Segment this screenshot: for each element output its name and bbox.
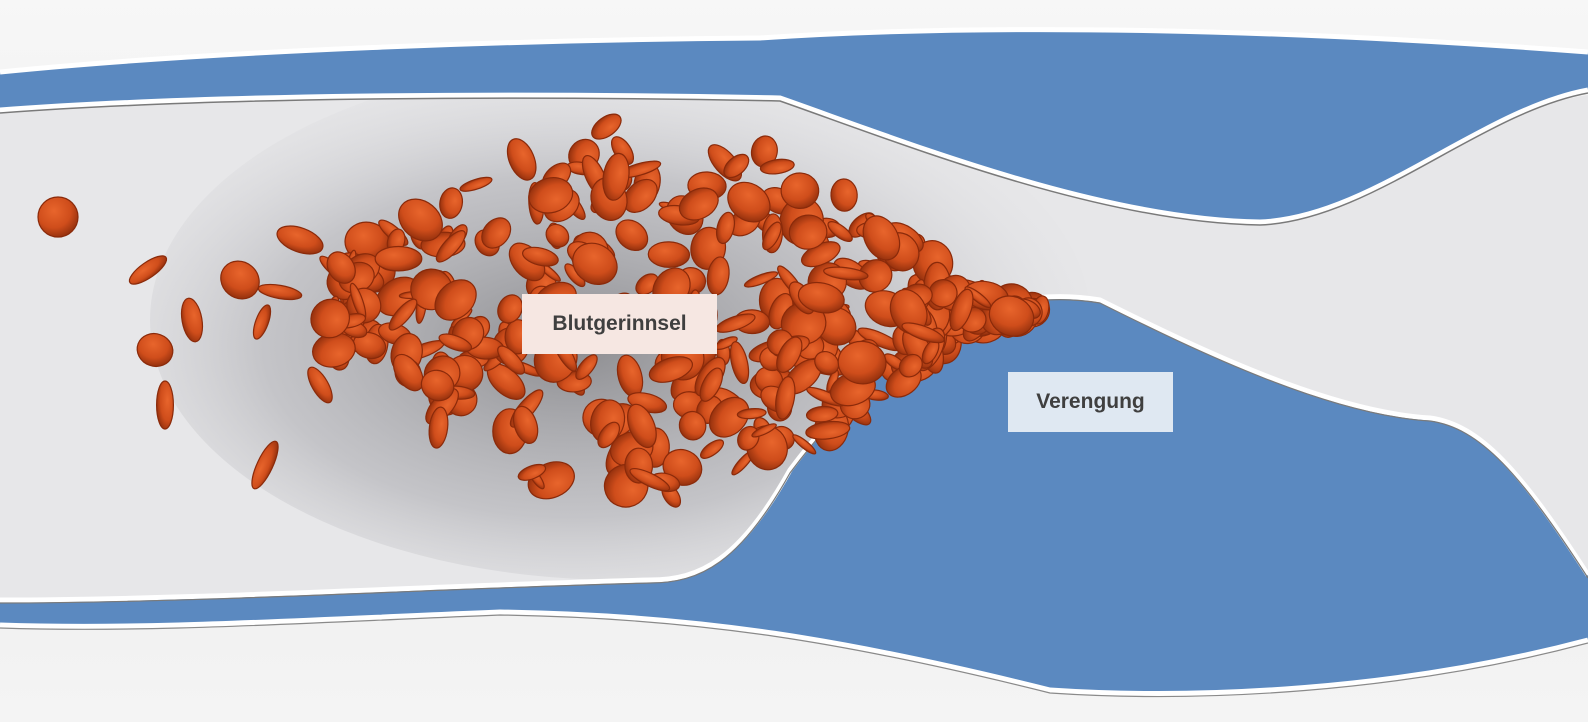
blood-cell — [157, 381, 174, 429]
narrowing-label: Verengung — [1008, 372, 1173, 432]
blood-cell — [38, 197, 78, 237]
blood-cell — [375, 247, 422, 271]
clot-label: Blutgerinnsel — [522, 294, 717, 354]
